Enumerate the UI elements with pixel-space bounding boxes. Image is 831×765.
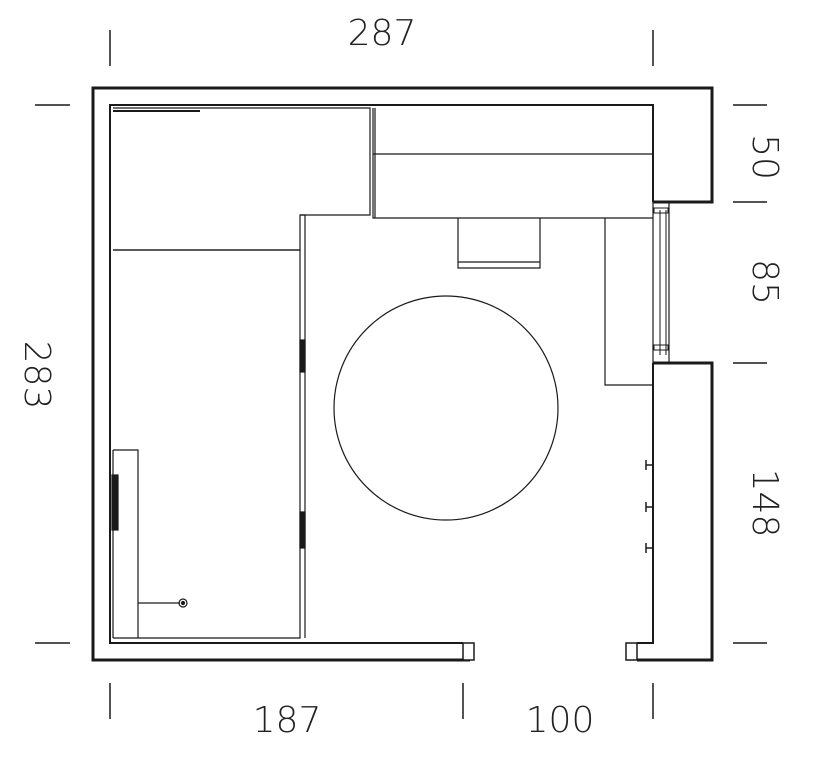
dim-top-width: 287 xyxy=(348,13,417,54)
inner-panel xyxy=(113,449,139,638)
door-jamb-right xyxy=(625,642,638,661)
panel-handle xyxy=(111,474,119,531)
dimension-ticks xyxy=(35,30,767,719)
door-jamb-left xyxy=(462,642,475,661)
outer-wall xyxy=(91,86,714,662)
dim-left-height: 283 xyxy=(16,341,57,410)
dim-right-middle: 85 xyxy=(744,259,785,305)
wardrobe-handle-lower xyxy=(299,511,306,549)
dim-right-upper: 50 xyxy=(744,134,785,180)
wall-hooks xyxy=(645,460,653,553)
dim-right-lower: 148 xyxy=(744,469,785,538)
right-cabinet xyxy=(604,218,653,386)
top-counter xyxy=(372,108,653,219)
round-table xyxy=(333,295,559,521)
left-wardrobe xyxy=(113,249,301,639)
window xyxy=(652,201,670,364)
top-left-closet xyxy=(113,107,371,251)
dim-bottom-left: 187 xyxy=(253,700,322,741)
wardrobe-handle-upper xyxy=(299,339,306,373)
counter-table xyxy=(457,218,541,269)
knob-icon xyxy=(178,598,188,608)
furniture xyxy=(111,107,653,639)
inner-wall xyxy=(109,104,654,644)
walls xyxy=(91,86,714,662)
dim-bottom-right: 100 xyxy=(526,700,595,741)
